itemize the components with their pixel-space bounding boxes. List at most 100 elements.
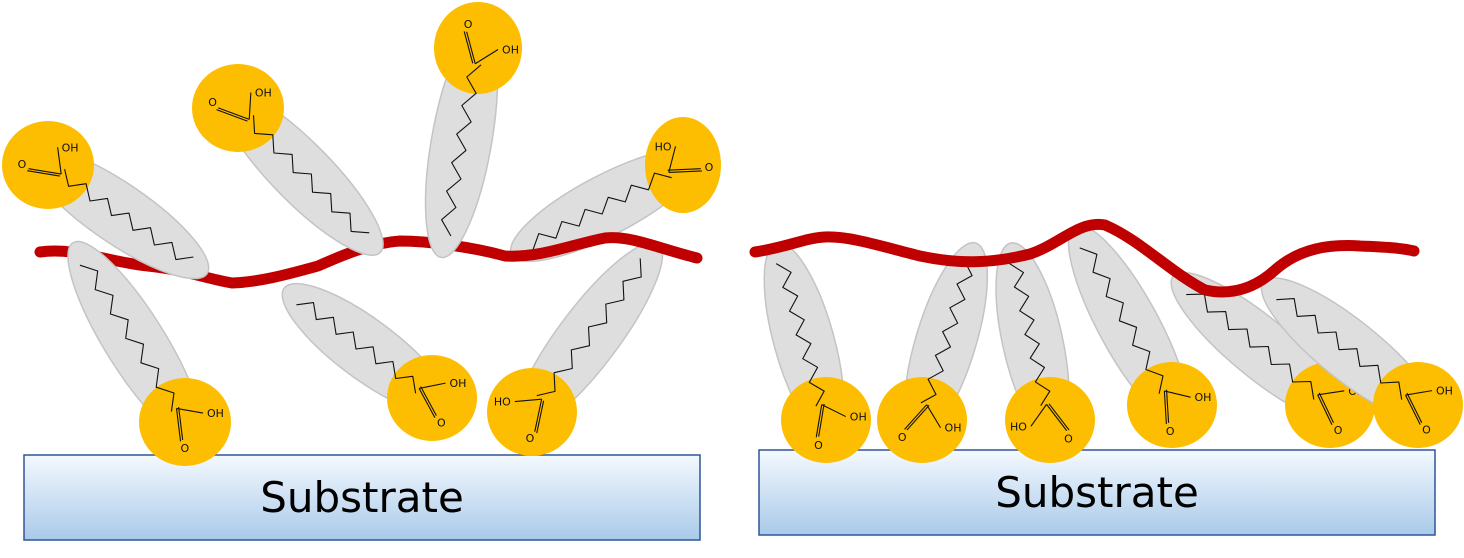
carboxyl-head-group: [1127, 362, 1217, 448]
carbonyl-bond: [534, 399, 543, 432]
carbonyl-bond-double: [1048, 403, 1070, 431]
hydroxyl-label: OH: [502, 44, 519, 57]
polymer-chain-right: [749, 218, 1420, 298]
hydroxyl-label: OH: [1436, 385, 1453, 398]
oxygen-label: O: [180, 442, 189, 455]
molecule-right-6: O OH: [1260, 277, 1463, 448]
carboxyl-head-group: [781, 377, 871, 463]
carbonyl-bond-double: [818, 403, 825, 437]
carbonyl-bond: [1404, 394, 1421, 425]
substrate-left: Substrate: [23, 454, 701, 541]
molecule-right-1: O OH: [763, 241, 871, 463]
molecule-right-2: O OH: [877, 241, 989, 463]
molecule-left-free-4: O HO: [509, 117, 721, 263]
alkyl-chain: [920, 260, 973, 404]
molecules-back-layer: OOHOHOOHOOOHOOHOHOOOHOOHOOH: [281, 117, 1463, 463]
alkyl-chain: [296, 302, 417, 394]
hydroxyl-bond: [176, 407, 204, 414]
substrate-right-label: Substrate: [995, 468, 1199, 517]
carbonyl-bond-double: [1166, 389, 1170, 423]
molecule-left-anchored-1: O OH: [67, 240, 231, 466]
oxygen-label: O: [437, 416, 446, 429]
carbonyl-bond: [418, 388, 436, 418]
oxygen-label: O: [1064, 432, 1073, 445]
alkyl-chain: [1186, 293, 1315, 400]
carboxyl-head-group: [1373, 362, 1463, 448]
carbonyl-bond-double: [178, 407, 184, 441]
alkyl-chain: [775, 263, 825, 407]
carbonyl-bond-double: [536, 400, 545, 434]
alkyl-chain: [64, 168, 194, 261]
alkyl-chain: [536, 258, 642, 397]
oxygen-label: O: [1334, 424, 1343, 437]
molecule-right-3: O HO: [995, 242, 1095, 463]
hydroxyl-label: OH: [255, 87, 272, 100]
carbonyl-bond: [904, 404, 928, 430]
oxygen-label: O: [705, 161, 714, 174]
carboxyl-head-group: [387, 355, 477, 441]
hydroxyl-bond: [1405, 390, 1433, 396]
oxygen-label: O: [1166, 425, 1175, 438]
molecule-left-free-1: O OH: [2, 121, 210, 280]
carbonyl-bond: [815, 404, 823, 438]
hydroxyl-bond: [419, 382, 446, 390]
carbonyl-bond-double: [667, 168, 701, 171]
hydroxyl-label: OH: [62, 141, 79, 154]
oxygen-label: O: [18, 158, 27, 171]
carbonyl-bond: [28, 168, 62, 175]
hydroxyl-label: OH: [945, 422, 962, 435]
carbonyl-bond: [466, 31, 476, 64]
alkyl-chain: [532, 172, 672, 251]
substrate-left-block: [23, 454, 701, 541]
carbonyl-bond-double: [420, 386, 437, 416]
hydroxyl-bond: [1317, 390, 1345, 396]
oxygen-label: O: [208, 96, 217, 109]
carboxyl-head-group: [434, 2, 522, 94]
hydroxyl-label: OH: [850, 411, 867, 424]
carboxyl-head-group: [192, 64, 284, 152]
oxygen-label: O: [526, 432, 535, 445]
hydroxyl-bond: [1164, 390, 1191, 398]
carbonyl-bond-double: [1318, 392, 1335, 424]
alkyl-chain: [79, 264, 175, 412]
molecule-left-anchored-2: O OH: [281, 282, 477, 441]
carbonyl-bond: [175, 408, 182, 442]
hydroxyl-bond: [57, 147, 62, 175]
carbonyl-bond-double: [1406, 392, 1423, 423]
alkyl-chain: [1079, 247, 1164, 394]
carboxyl-head-group: [139, 378, 231, 466]
carbonyl-bond-double: [27, 170, 60, 177]
hydroxyl-bond: [474, 49, 499, 65]
hydroxyl-label: HO: [1010, 420, 1027, 433]
carbonyl-bond-double: [216, 109, 248, 122]
hydroxyl-bond: [248, 92, 252, 120]
oxygen-label: O: [464, 18, 473, 31]
alkyl-chain: [441, 64, 482, 237]
carbonyl-bond: [1163, 390, 1167, 425]
oxygen-label: O: [898, 431, 907, 444]
carboxyl-head-group: [2, 121, 94, 209]
carboxyl-head-group: [1005, 377, 1095, 463]
carbonyl-bond: [668, 170, 702, 173]
oxygen-label: O: [814, 439, 823, 452]
hydroxyl-label: HO: [494, 396, 511, 409]
hydroxyl-label: OH: [207, 407, 224, 420]
hydroxyl-label: HO: [655, 140, 672, 153]
molecule-left-free-3: O OH: [424, 2, 522, 259]
substrate-right-block: [758, 449, 1436, 536]
hydroxyl-label: OH: [450, 377, 467, 390]
alkyl-chain: [252, 115, 370, 234]
substrate-right: Substrate: [758, 449, 1436, 536]
hydroxyl-bond: [668, 146, 677, 173]
carbonyl-bond: [1046, 404, 1068, 431]
carboxyl-head-group: [877, 377, 967, 463]
carbonyl-bond-double: [463, 31, 474, 64]
hydroxyl-bond: [1030, 404, 1047, 427]
oxygen-label: O: [1422, 424, 1431, 437]
carbonyl-bond-double: [906, 405, 930, 431]
hydroxyl-bond: [514, 398, 542, 403]
molecule-left-free-2: O OH: [192, 64, 384, 256]
carbonyl-bond: [1317, 394, 1333, 425]
hydroxyl-label: OH: [1195, 391, 1212, 404]
